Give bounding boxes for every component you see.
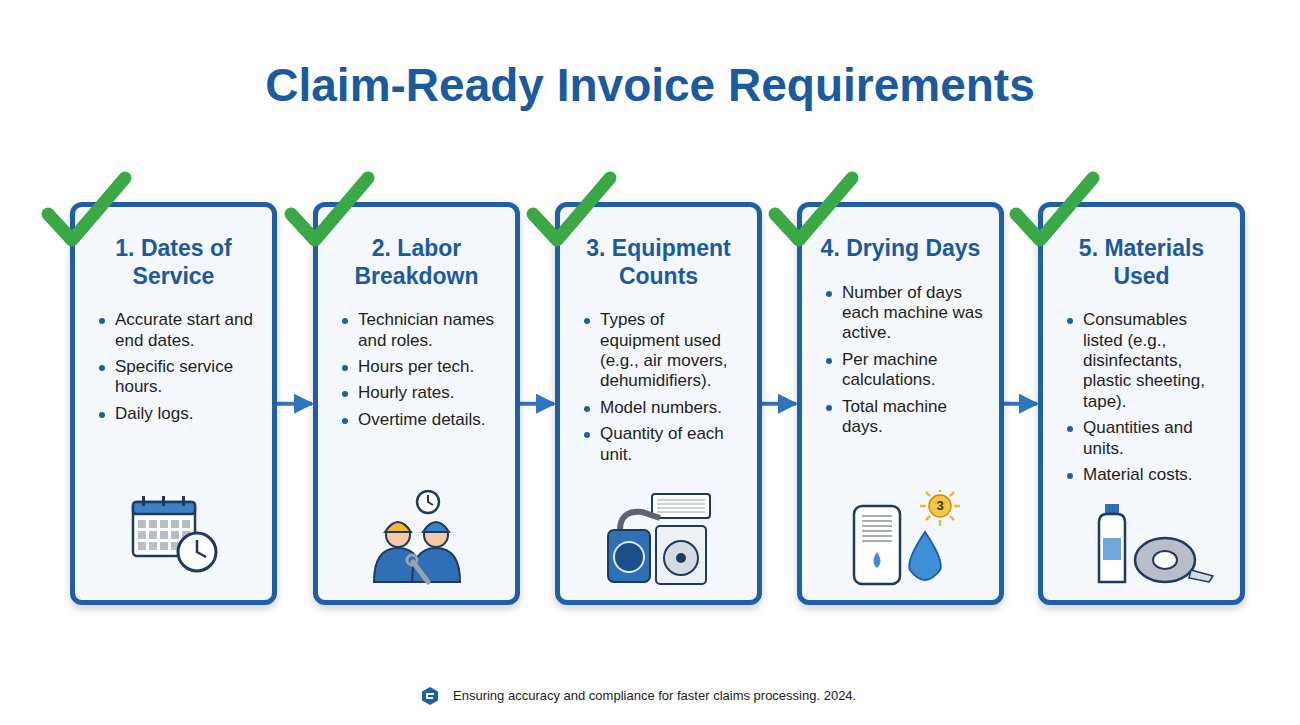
bullet-row: Daily logs. (75, 404, 272, 424)
flow-arrow (520, 402, 554, 406)
bullet-dot (1067, 473, 1073, 479)
bullet-text: Daily logs. (115, 404, 193, 424)
bullet-dot (99, 318, 105, 324)
step-card: 5. Materials UsedConsumables listed (e.g… (1038, 202, 1245, 605)
bullet-list: Consumables listed (e.g., disinfectants,… (1043, 290, 1240, 485)
bullet-dot (342, 365, 348, 371)
bullet-text: Overtime details. (358, 410, 486, 430)
step-heading: 1. Dates of Service (75, 207, 272, 290)
day-count: 3 (930, 498, 950, 513)
bullet-row: Types of equipment used (e.g., air mover… (560, 310, 757, 392)
bullet-dot (1067, 318, 1073, 324)
bullet-text: Technician names and roles. (358, 310, 503, 351)
step-heading: 4. Drying Days (802, 207, 999, 263)
bullet-text: Hours per tech. (358, 357, 474, 377)
step-card: 1. Dates of ServiceAccurate start and en… (70, 202, 277, 605)
bullet-text: Material costs. (1083, 465, 1193, 485)
bullet-text: Quantity of each unit. (600, 424, 745, 465)
caption: Ensuring accuracy and compliance for fas… (453, 688, 856, 703)
step-icon (318, 490, 515, 590)
bullet-row: Quantities and units. (1043, 418, 1240, 459)
bullet-list: Technician names and roles. Hours per tec… (318, 290, 515, 430)
bullet-dot (584, 318, 590, 324)
flow-arrow (277, 402, 312, 406)
bullet-row: Consumables listed (e.g., disinfectants,… (1043, 310, 1240, 412)
check-mark (533, 178, 610, 240)
bullet-text: Model numbers. (600, 398, 722, 418)
bullet-dot (99, 365, 105, 371)
bullet-dot (342, 318, 348, 324)
bullet-dot (99, 412, 105, 418)
flow-arrow (762, 402, 796, 406)
step-card: 2. Labor BreakdownTechnician names and r… (313, 202, 520, 605)
step-heading: 2. Labor Breakdown (318, 207, 515, 290)
step-icon (1043, 490, 1240, 590)
check-mark (775, 178, 852, 240)
bullet-dot (584, 432, 590, 438)
bullet-row: Technician names and roles. (318, 310, 515, 351)
bullet-row: Specific service hours. (75, 357, 272, 398)
bullet-row: Number of days each machine was active. (802, 283, 999, 344)
bullet-text: Consumables listed (e.g., disinfectants,… (1083, 310, 1228, 412)
step-card: 3. Equipment CountsTypes of equipment us… (555, 202, 762, 605)
step-card: 4. Drying DaysNumber of days each machin… (797, 202, 1004, 605)
bullet-list: Number of days each machine was active. P… (802, 263, 999, 438)
step-icon (75, 490, 272, 590)
bullet-list: Accurate start and end dates. Specific se… (75, 290, 272, 424)
bullet-dot (826, 405, 832, 411)
check-mark (1016, 178, 1093, 240)
bullet-row: Accurate start and end dates. (75, 310, 272, 351)
check-mark (291, 178, 368, 240)
bullet-dot (342, 391, 348, 397)
bullet-text: Types of equipment used (e.g., air mover… (600, 310, 745, 392)
bullet-list: Types of equipment used (e.g., air mover… (560, 290, 757, 465)
bullet-row: Quantity of each unit. (560, 424, 757, 465)
step-heading: 3. Equipment Counts (560, 207, 757, 290)
bullet-row: Hourly rates. (318, 383, 515, 403)
bullet-row: Overtime details. (318, 410, 515, 430)
bullet-dot (584, 406, 590, 412)
diagram-title: Claim-Ready Invoice Requirements (0, 58, 1300, 112)
bullet-dot (1067, 426, 1073, 432)
bullet-text: Per machine calculations. (842, 350, 987, 391)
bullet-row: Per machine calculations. (802, 350, 999, 391)
bullet-text: Quantities and units. (1083, 418, 1228, 459)
bullet-text: Total machine days. (842, 397, 987, 438)
bullet-dot (826, 291, 832, 297)
bullet-text: Number of days each machine was active. (842, 283, 987, 344)
step-icon (560, 490, 757, 590)
bullet-text: Hourly rates. (358, 383, 454, 403)
step-icon (802, 490, 999, 590)
step-heading: 5. Materials Used (1043, 207, 1240, 290)
check-mark (48, 178, 125, 240)
bullet-row: Material costs. (1043, 465, 1240, 485)
logo-icon (422, 687, 438, 705)
bullet-row: Model numbers. (560, 398, 757, 418)
flow-arrow (1004, 402, 1037, 406)
bullet-row: Hours per tech. (318, 357, 515, 377)
bullet-row: Total machine days. (802, 397, 999, 438)
bullet-dot (342, 418, 348, 424)
bullet-text: Specific service hours. (115, 357, 260, 398)
bullet-text: Accurate start and end dates. (115, 310, 260, 351)
bullet-dot (826, 358, 832, 364)
